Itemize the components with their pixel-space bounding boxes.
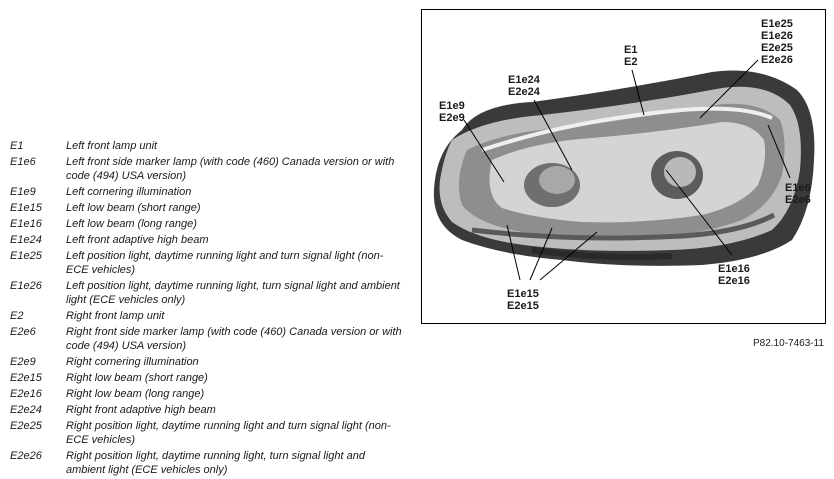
callout-label: E1e16	[718, 263, 750, 275]
legend-row: E1e16 Left low beam (long range)	[10, 217, 405, 231]
callout-label: E2	[624, 56, 638, 68]
legend-row: E1 Left front lamp unit	[10, 139, 405, 153]
legend-row: E1e6 Left front side marker lamp (with co…	[10, 155, 405, 183]
legend-row: E2e16 Right low beam (long range)	[10, 387, 405, 401]
callout-label: E1e24	[508, 74, 540, 86]
callout-label: E1e26	[761, 30, 793, 42]
legend-description: Right front lamp unit	[66, 310, 165, 322]
legend-code: E2e16	[10, 388, 42, 400]
callout-label: E2e24	[508, 86, 540, 98]
legend-code: E2e6	[10, 326, 36, 338]
legend-description: Left position light, daytime running lig…	[66, 280, 400, 306]
legend-description: Right cornering illumination	[66, 356, 199, 368]
legend-code: E1e9	[10, 186, 36, 198]
legend-description: Left front lamp unit	[66, 140, 158, 152]
callout-label: E2e6	[785, 194, 811, 206]
legend-row: E2e6 Right front side marker lamp (with c…	[10, 325, 405, 353]
legend-row: E2e9 Right cornering illumination	[10, 355, 405, 369]
legend-description: Left low beam (long range)	[66, 218, 197, 230]
callout-label: E1e25	[761, 18, 793, 30]
legend-description: Left front adaptive high beam	[66, 234, 209, 246]
legend-code: E1e24	[10, 234, 42, 246]
legend-row: E1e15 Left low beam (short range)	[10, 201, 405, 215]
legend-row: E2e24 Right front adaptive high beam	[10, 403, 405, 417]
legend-code: E1e6	[10, 156, 36, 168]
legend-code: E2e15	[10, 372, 42, 384]
legend-row: E1e26 Left position light, daytime runnin…	[10, 279, 405, 307]
legend-description: Left front side marker lamp (with code (…	[66, 156, 395, 182]
legend-code: E2e25	[10, 420, 42, 432]
figure-reference: P82.10-7463-11	[753, 338, 824, 349]
callout-label: E2e26	[761, 54, 793, 66]
legend-row: E2e26 Right position light, daytime runni…	[10, 449, 405, 477]
callout-label: E1e6	[785, 182, 811, 194]
legend-row: E2 Right front lamp unit	[10, 309, 405, 323]
legend-description: Left cornering illumination	[66, 186, 192, 198]
callout-label: E1e15	[507, 288, 539, 300]
legend-code: E2	[10, 310, 24, 322]
legend-description: Right low beam (long range)	[66, 388, 205, 400]
legend-code: E1e15	[10, 202, 42, 214]
callout-label: E2e16	[718, 275, 750, 287]
callout-label: E2e9	[439, 112, 465, 124]
legend-description: Right position light, daytime running li…	[66, 450, 366, 476]
legend-row: E1e24 Left front adaptive high beam	[10, 233, 405, 247]
legend-description: Right low beam (short range)	[66, 372, 208, 384]
legend-description: Left low beam (short range)	[66, 202, 201, 214]
legend-code: E1	[10, 140, 24, 152]
legend-code: E1e25	[10, 250, 42, 262]
legend-description: Right front adaptive high beam	[66, 404, 216, 416]
legend-row: E2e25 Right position light, daytime runni…	[10, 419, 405, 447]
legend-description: Left position light, daytime running lig…	[66, 250, 384, 276]
legend-code: E1e16	[10, 218, 42, 230]
legend-code: E1e26	[10, 280, 42, 292]
legend-code: E2e9	[10, 356, 36, 368]
legend-description: Right position light, daytime running li…	[66, 420, 391, 446]
legend-row: E2e15 Right low beam (short range)	[10, 371, 405, 385]
legend-code: E2e24	[10, 404, 42, 416]
legend-description: Right front side marker lamp (with code …	[66, 326, 402, 352]
callout-label: E1e9	[439, 100, 465, 112]
headlamp-illustration	[433, 59, 815, 281]
legend-code: E2e26	[10, 450, 42, 462]
callout-label: E2e15	[507, 300, 539, 312]
callout-label: E2e25	[761, 42, 793, 54]
callout-label: E1	[624, 44, 638, 56]
legend-row: E1e9 Left cornering illumination	[10, 185, 405, 199]
legend-row: E1e25 Left position light, daytime runnin…	[10, 249, 405, 277]
